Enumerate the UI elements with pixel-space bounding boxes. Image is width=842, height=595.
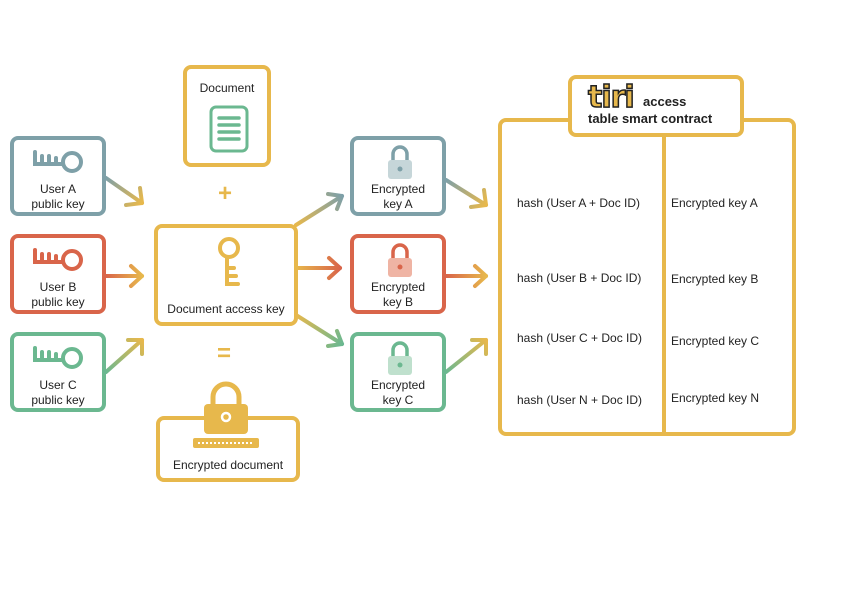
arrow-encrypted-a-to-contract bbox=[444, 178, 488, 209]
encrypted-document-label: Encrypted document bbox=[172, 458, 284, 472]
user-c-label-line1: User C bbox=[39, 378, 77, 392]
document-label: Document bbox=[199, 81, 255, 95]
encrypted-key-a-label-line2: key A bbox=[383, 197, 413, 211]
arrow-access-key-to-encrypted-b bbox=[294, 256, 342, 280]
arrow-encrypted-b-to-contract bbox=[444, 264, 488, 288]
document-icon bbox=[209, 105, 249, 153]
key-cell-b: Encrypted key B bbox=[671, 272, 759, 286]
lock-icon bbox=[388, 145, 412, 179]
column-divider bbox=[662, 122, 666, 432]
key-icon bbox=[33, 248, 83, 271]
tiri-logo: tiri bbox=[587, 80, 635, 115]
contract-table: hash (User A + Doc ID) Encrypted key A h… bbox=[498, 118, 796, 436]
arrow-access-key-to-encrypted-a bbox=[294, 192, 344, 227]
contract-title-line2: table smart contract bbox=[588, 111, 713, 126]
key-cell-c: Encrypted key C bbox=[671, 334, 760, 348]
arrow-user-a-to-access-key bbox=[104, 176, 144, 207]
user-b-key-box: User B public key bbox=[10, 234, 106, 314]
user-a-label-line2: public key bbox=[31, 197, 85, 211]
lock-icon bbox=[193, 381, 259, 448]
hash-cell-c: hash (User C + Doc ID) bbox=[517, 331, 643, 345]
document-box: Document bbox=[183, 65, 271, 167]
access-key-label: Document access key bbox=[167, 302, 285, 316]
equals-sign: = bbox=[217, 340, 232, 367]
hash-cell-a: hash (User A + Doc ID) bbox=[517, 196, 641, 210]
access-key-box: Document access key bbox=[154, 224, 298, 326]
encrypted-key-c-label-line2: key C bbox=[382, 393, 414, 407]
key-icon bbox=[33, 150, 83, 173]
contract-header: tiri access table smart contract bbox=[568, 75, 744, 137]
contract-title-line1: access bbox=[643, 94, 687, 109]
encrypted-key-a-label-line1: Encrypted bbox=[370, 182, 426, 196]
arrow-encrypted-c-to-contract bbox=[444, 338, 488, 374]
arrow-user-c-to-access-key bbox=[104, 338, 144, 374]
arrow-user-b-to-access-key bbox=[104, 264, 144, 288]
lock-icon bbox=[388, 341, 412, 375]
key-cell-a: Encrypted key A bbox=[671, 196, 758, 210]
arrow-access-key-to-encrypted-c bbox=[294, 313, 344, 348]
plus-sign: + bbox=[218, 180, 233, 207]
key-cell-n: Encrypted key N bbox=[671, 391, 760, 405]
user-a-label-line1: User A bbox=[39, 182, 76, 196]
encrypted-key-c-label-line1: Encrypted bbox=[370, 378, 426, 392]
key-icon bbox=[33, 346, 83, 369]
encrypted-key-a-box: Encrypted key A bbox=[350, 136, 446, 216]
key-icon bbox=[218, 237, 240, 286]
hash-cell-n: hash (User N + Doc ID) bbox=[517, 393, 643, 407]
encrypted-key-b-label-line2: key B bbox=[382, 295, 413, 309]
user-b-label-line2: public key bbox=[31, 295, 85, 309]
user-c-key-box: User C public key bbox=[10, 332, 106, 412]
lock-icon bbox=[388, 243, 412, 277]
hash-cell-b: hash (User B + Doc ID) bbox=[517, 271, 642, 285]
encrypted-key-b-label-line1: Encrypted bbox=[370, 280, 426, 294]
user-a-key-box: User A public key bbox=[10, 136, 106, 216]
encrypted-key-b-box: Encrypted key B bbox=[350, 234, 446, 314]
user-c-label-line2: public key bbox=[31, 393, 85, 407]
user-b-label-line1: User B bbox=[39, 280, 77, 294]
encrypted-key-c-box: Encrypted key C bbox=[350, 332, 446, 412]
